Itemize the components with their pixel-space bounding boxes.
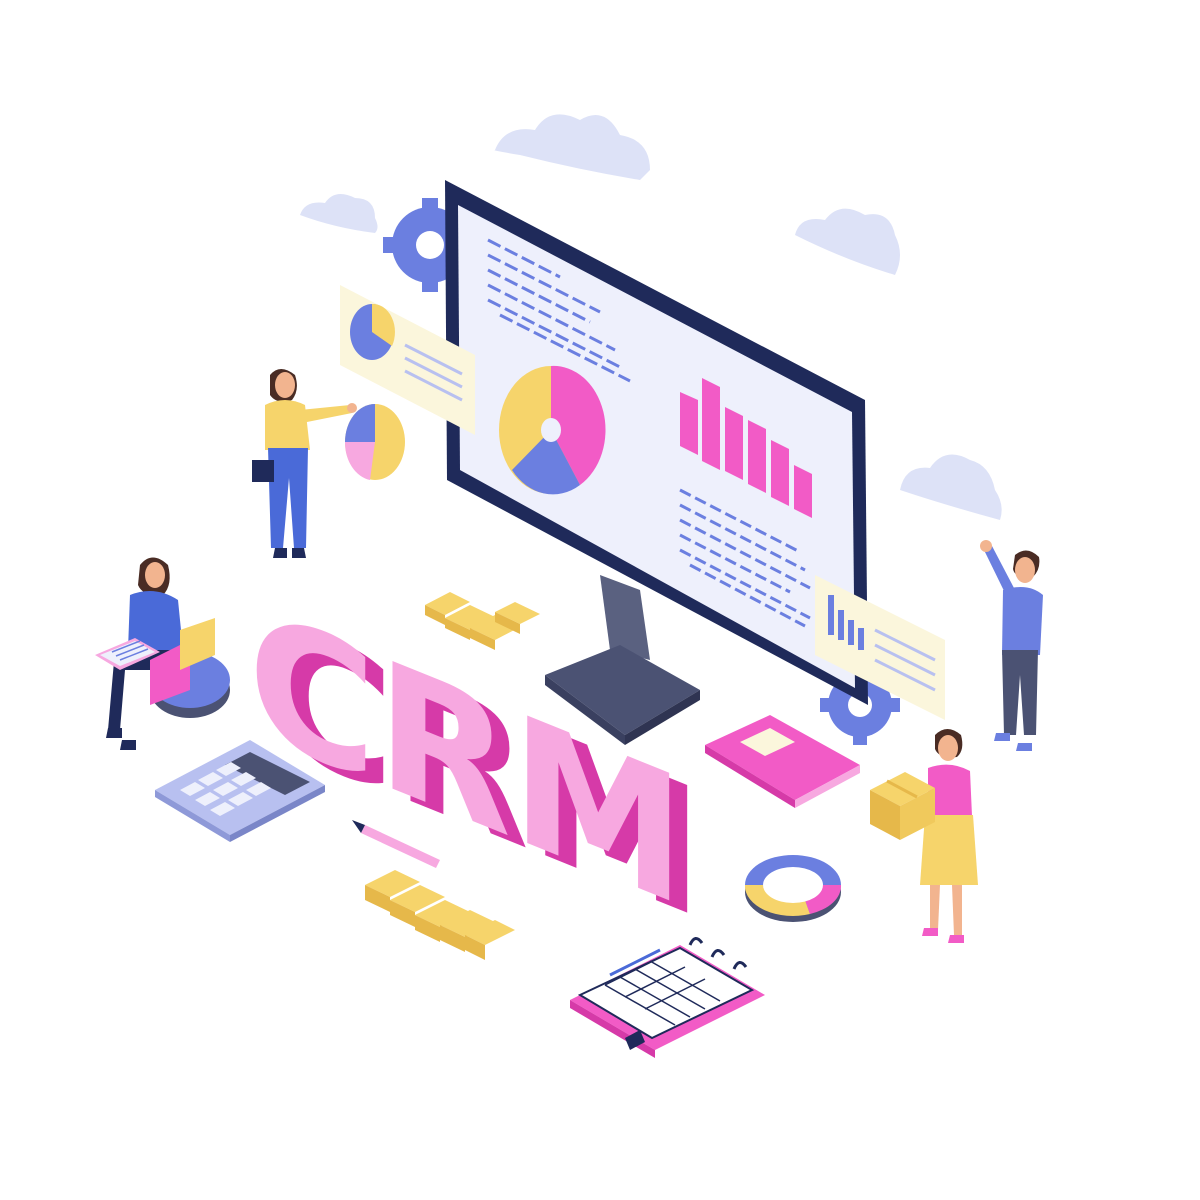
parcel-box-icon [870, 772, 935, 840]
stacked-bars-top [425, 592, 540, 650]
person-with-box [920, 729, 978, 943]
screen-text-lines [487, 238, 631, 383]
calculator-icon [155, 740, 325, 842]
cloud-icon [795, 208, 900, 275]
pie-chart-icon [150, 618, 230, 718]
person-with-cloud [980, 540, 1043, 751]
pencil-icon [352, 820, 440, 868]
floating-card-pie [340, 285, 475, 435]
floating-card-bars [815, 575, 945, 720]
monitor-stand [545, 575, 700, 745]
screen-text-lines [679, 488, 811, 628]
pie-chart-icon [499, 365, 606, 495]
cloud-icon [494, 114, 650, 180]
stacked-bars-bottom [365, 870, 515, 960]
notebook-icon [705, 715, 860, 808]
cloud-icon [300, 194, 378, 233]
tablet-icon [95, 638, 160, 670]
cloud-icon [900, 454, 1002, 520]
bar-chart-icon [680, 378, 812, 518]
person-presenting [252, 369, 357, 558]
donut-chart-icon [744, 855, 842, 922]
monitor-icon [445, 180, 868, 705]
pie-chart-icon [344, 404, 405, 480]
calendar-icon [570, 937, 765, 1058]
